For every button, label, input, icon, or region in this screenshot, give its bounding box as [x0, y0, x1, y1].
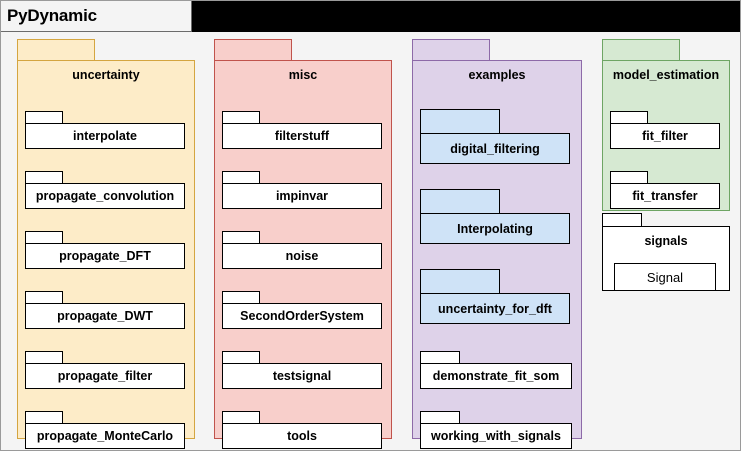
- module-fit_transfer[interactable]: fit_transfer: [610, 171, 720, 210]
- package-label-model_estimation: model_estimation: [612, 68, 720, 82]
- package-label-examples: examples: [468, 68, 526, 82]
- module-body-working_with_signals: working_with_signals: [420, 423, 572, 449]
- module-label: propagate_convolution: [35, 189, 175, 203]
- module-label: digital_filtering: [450, 141, 540, 156]
- module-body-uncertainty_for_dft: uncertainty_for_dft: [420, 293, 570, 324]
- module-body-propagate_DWT: propagate_DWT: [25, 303, 185, 329]
- module-label: propagate_MonteCarlo: [36, 429, 174, 443]
- module-label: filterstuff: [274, 129, 330, 143]
- window-title-tab[interactable]: PyDynamic: [1, 1, 192, 32]
- module-tab-uncertainty_for_dft: [420, 269, 500, 294]
- module-body-demonstrate_fit_som: demonstrate_fit_som: [420, 363, 572, 389]
- module-Interpolating[interactable]: Interpolating: [420, 189, 570, 245]
- module-impinvar[interactable]: impinvar: [222, 171, 382, 210]
- module-label: impinvar: [275, 189, 329, 203]
- module-demonstrate_fit_som[interactable]: demonstrate_fit_som: [420, 351, 572, 390]
- module-body-Interpolating: Interpolating: [420, 213, 570, 244]
- module-propagate_DFT[interactable]: propagate_DFT: [25, 231, 185, 270]
- module-body-fit_transfer: fit_transfer: [610, 183, 720, 209]
- module-label: tools: [287, 429, 317, 443]
- module-body-propagate_filter: propagate_filter: [25, 363, 185, 389]
- module-propagate_convolution[interactable]: propagate_convolution: [25, 171, 185, 210]
- module-label: propagate_DWT: [57, 309, 153, 323]
- module-label: SecondOrderSystem: [240, 309, 364, 323]
- package-uncertainty[interactable]: uncertainty interpolate propagate_convolut…: [17, 39, 195, 449]
- module-propagate_MonteCarlo[interactable]: propagate_MonteCarlo: [25, 411, 185, 450]
- module-body-filterstuff: filterstuff: [222, 123, 382, 149]
- module-body-testsignal: testsignal: [222, 363, 382, 389]
- package-model_estimation[interactable]: model_estimation fit_filter fit_transfer: [602, 39, 730, 211]
- module-body-noise: noise: [222, 243, 382, 269]
- module-tab-Interpolating: [420, 189, 500, 214]
- module-filterstuff[interactable]: filterstuff: [222, 111, 382, 150]
- module-label: Interpolating: [457, 221, 533, 236]
- package-tab-uncertainty: [17, 39, 95, 61]
- module-label: fit_transfer: [632, 189, 698, 203]
- module-uncertainty_for_dft[interactable]: uncertainty_for_dft: [420, 269, 570, 325]
- module-body-fit_filter: fit_filter: [610, 123, 720, 149]
- module-label: testsignal: [272, 369, 332, 383]
- package-label-signals: signals: [644, 234, 688, 248]
- module-tab-digital_filtering: [420, 109, 500, 134]
- module-tools[interactable]: tools: [222, 411, 382, 450]
- page-title: PyDynamic: [7, 6, 97, 25]
- module-working_with_signals[interactable]: working_with_signals: [420, 411, 572, 450]
- module-label: propagate_DFT: [59, 249, 151, 263]
- module-body-propagate_convolution: propagate_convolution: [25, 183, 185, 209]
- class-label: Signal: [646, 269, 684, 285]
- module-propagate_DWT[interactable]: propagate_DWT: [25, 291, 185, 330]
- module-label: fit_filter: [642, 129, 688, 143]
- module-propagate_filter[interactable]: propagate_filter: [25, 351, 185, 390]
- package-tab-signals: [602, 213, 642, 227]
- package-tab-model_estimation: [602, 39, 680, 61]
- module-fit_filter[interactable]: fit_filter: [610, 111, 720, 150]
- package-tab-examples: [412, 39, 490, 61]
- class-Signal[interactable]: Signal: [614, 263, 716, 291]
- module-body-digital_filtering: digital_filtering: [420, 133, 570, 164]
- package-tab-misc: [214, 39, 292, 61]
- module-interpolate[interactable]: interpolate: [25, 111, 185, 150]
- module-body-interpolate: interpolate: [25, 123, 185, 149]
- module-digital_filtering[interactable]: digital_filtering: [420, 109, 570, 165]
- module-noise[interactable]: noise: [222, 231, 382, 270]
- package-label-misc: misc: [288, 68, 318, 82]
- module-label: propagate_filter: [57, 369, 153, 383]
- module-body-SecondOrderSystem: SecondOrderSystem: [222, 303, 382, 329]
- module-label: working_with_signals: [431, 429, 561, 443]
- title-bar: PyDynamic: [1, 1, 740, 32]
- module-body-propagate_MonteCarlo: propagate_MonteCarlo: [25, 423, 185, 449]
- module-label: noise: [285, 249, 319, 263]
- module-body-propagate_DFT: propagate_DFT: [25, 243, 185, 269]
- package-label-uncertainty: uncertainty: [72, 68, 140, 82]
- module-testsignal[interactable]: testsignal: [222, 351, 382, 390]
- module-label: interpolate: [73, 129, 137, 143]
- module-body-tools: tools: [222, 423, 382, 449]
- module-body-impinvar: impinvar: [222, 183, 382, 209]
- module-SecondOrderSystem[interactable]: SecondOrderSystem: [222, 291, 382, 330]
- module-label: demonstrate_fit_som: [432, 369, 560, 383]
- module-label: uncertainty_for_dft: [438, 301, 552, 316]
